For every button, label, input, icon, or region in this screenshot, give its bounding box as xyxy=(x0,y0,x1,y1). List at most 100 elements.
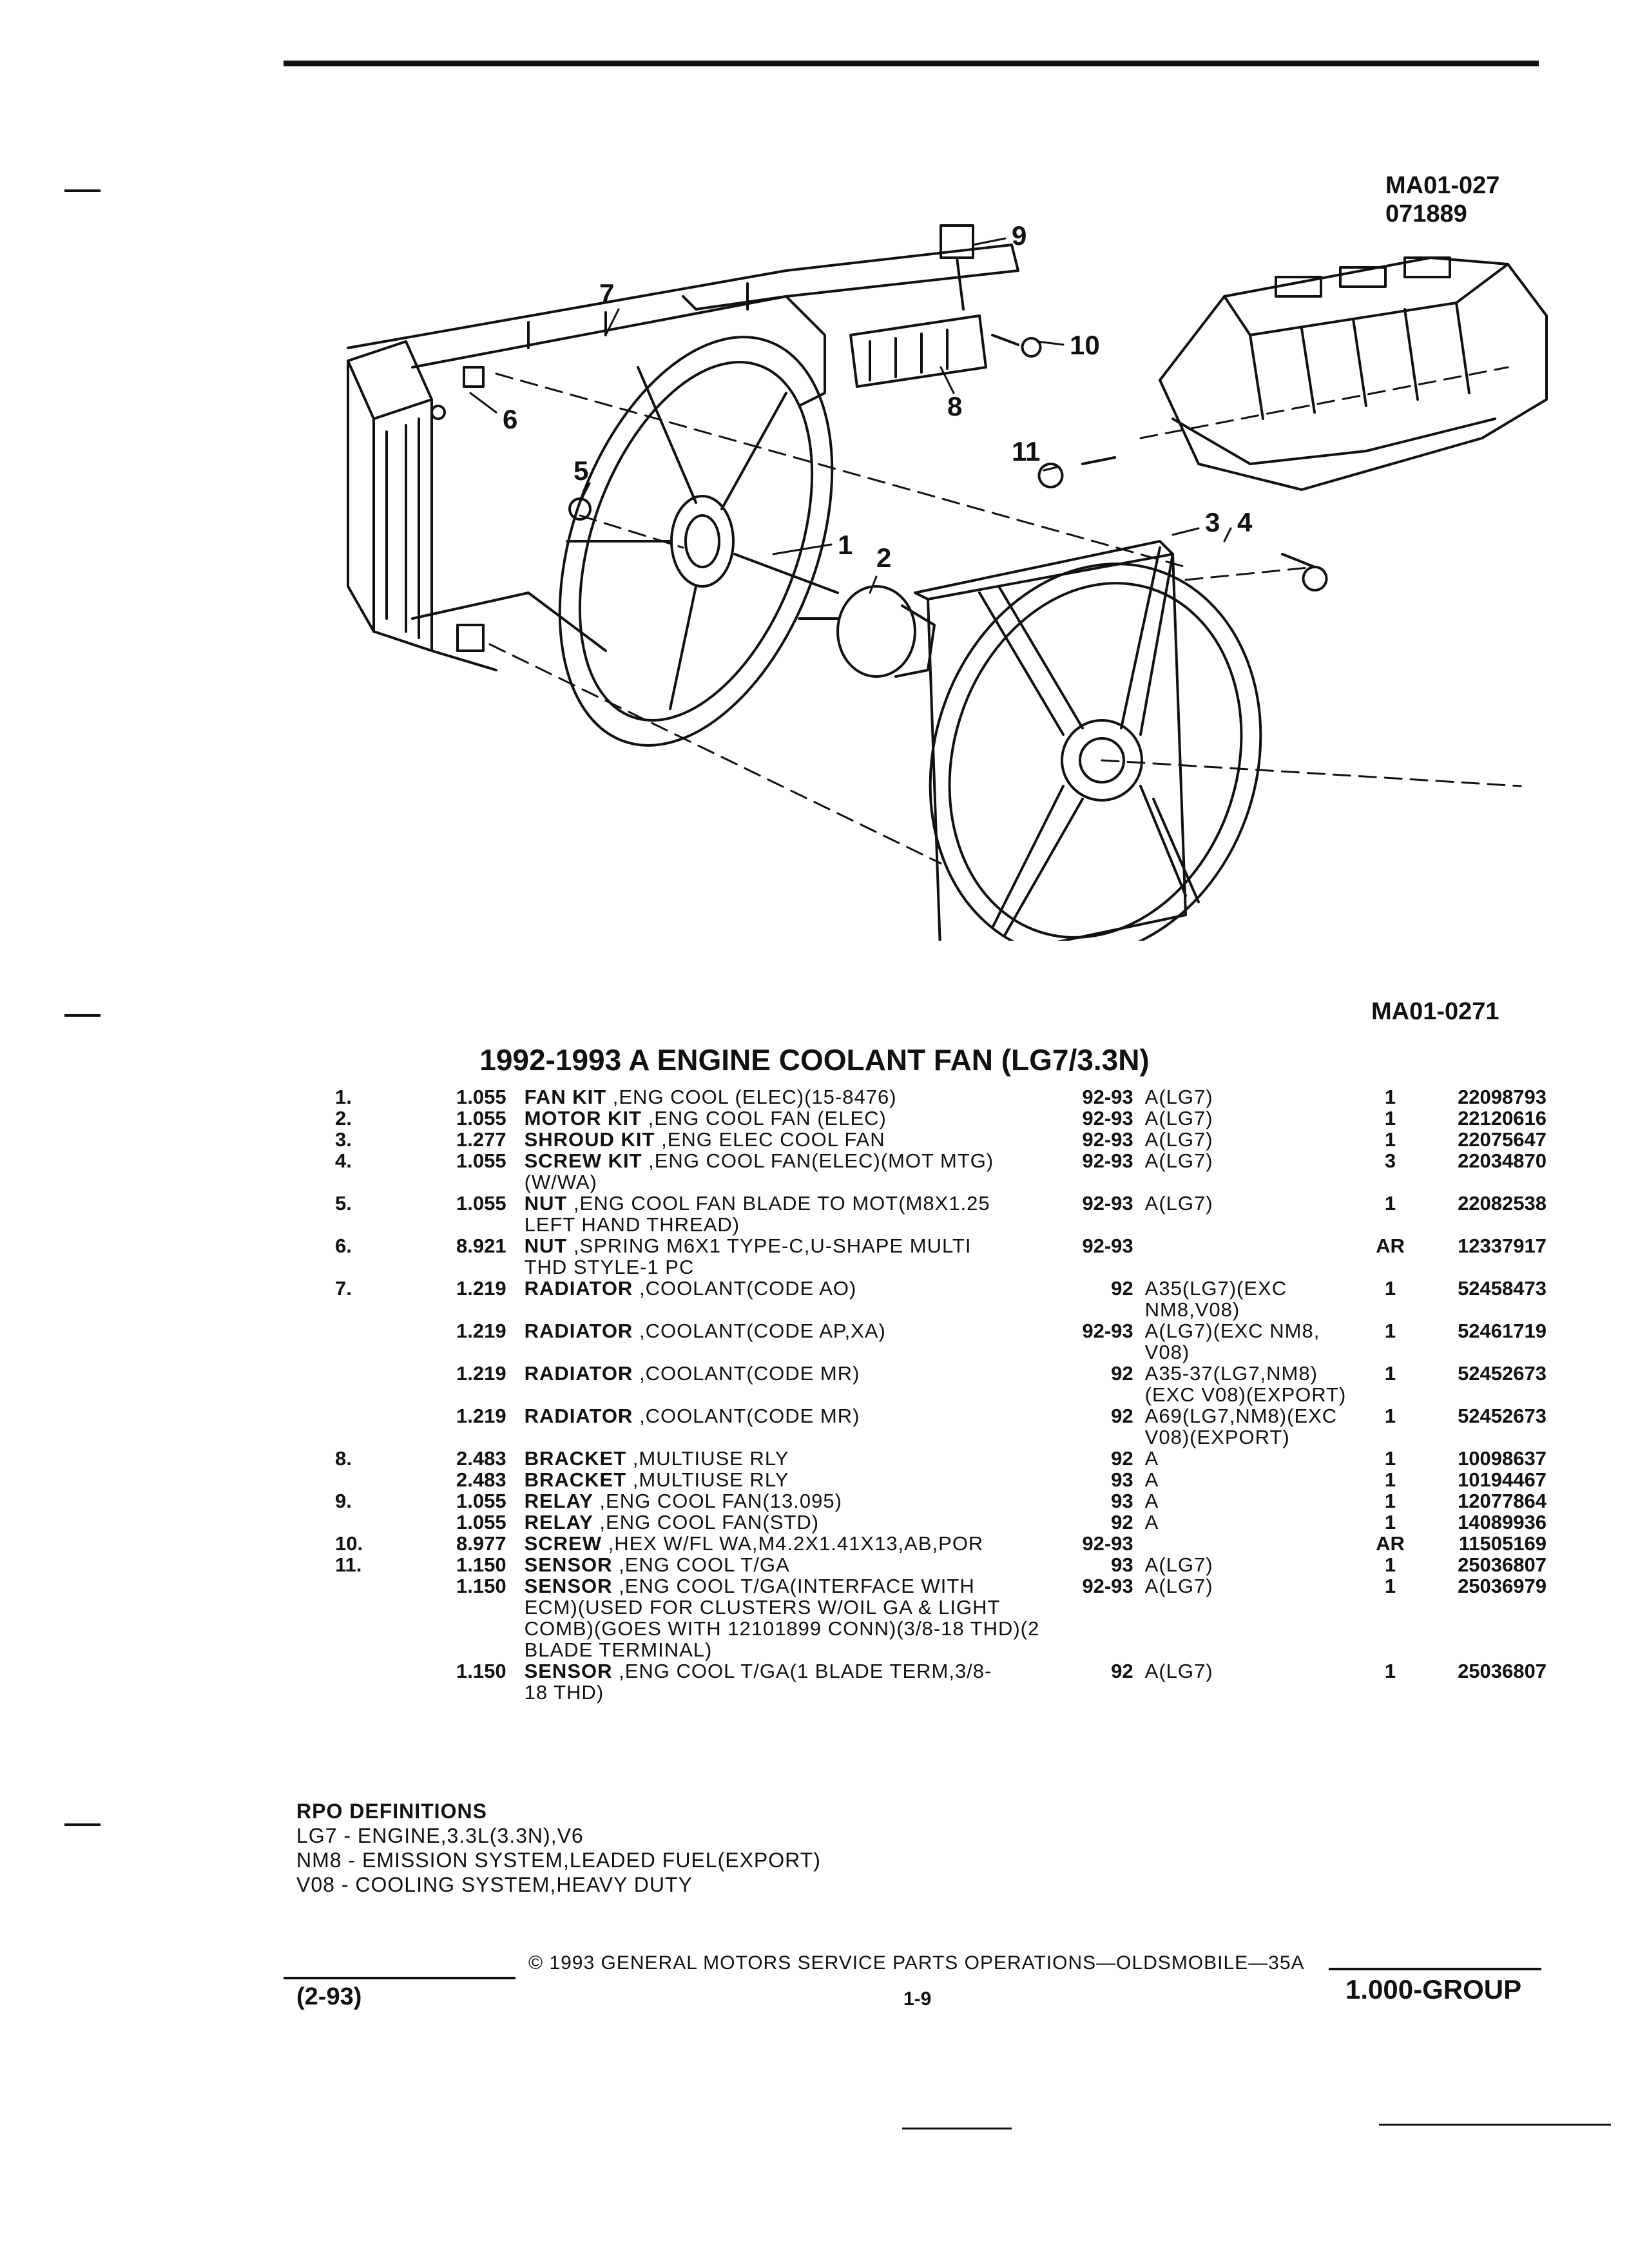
model-code: A xyxy=(1144,1468,1159,1491)
callout-3: 3 xyxy=(1205,507,1220,537)
part-spec: ,COOLANT(CODE AP,XA) xyxy=(639,1320,886,1342)
model-usage: A(LG7) xyxy=(1145,1193,1362,1235)
rpo-heading: RPO DEFINITIONS xyxy=(296,1800,487,1823)
part-description: RELAY ,ENG COOL FAN(13.095) xyxy=(525,1490,1057,1512)
item-index xyxy=(335,1512,423,1533)
model-code: A(LG7) xyxy=(1144,1192,1213,1215)
group-number: 8.977 xyxy=(456,1532,506,1555)
part-description: SENSOR ,ENG COOL T/GA xyxy=(525,1554,1057,1575)
part-description: RADIATOR ,COOLANT(CODE AO) xyxy=(525,1278,1057,1320)
part-spec: ,ENG COOL FAN BLADE TO MOT(M8X1.25 xyxy=(573,1192,990,1215)
model-usage: A(LG7) xyxy=(1145,1129,1362,1150)
part-description: SENSOR ,ENG COOL T/GA(1 BLADE TERM,3/8-1… xyxy=(525,1660,1057,1703)
quantity: 1 xyxy=(1384,1320,1396,1342)
part-number: 22034870 xyxy=(1458,1149,1547,1172)
part-spec: ,ENG COOL FAN(ELEC)(MOT MTG) xyxy=(648,1149,994,1172)
model-usage xyxy=(1145,1235,1362,1278)
part-number: 25036979 xyxy=(1458,1575,1547,1597)
part-name: RADIATOR xyxy=(524,1405,633,1427)
group-number: 8.921 xyxy=(456,1235,506,1257)
item-index: 2. xyxy=(335,1107,352,1129)
quantity: 1 xyxy=(1384,1490,1396,1512)
group-number: 1.219 xyxy=(456,1277,506,1300)
part-spec: ,ENG COOL T/GA(INTERFACE WITH xyxy=(619,1575,975,1597)
quantity: 1 xyxy=(1384,1553,1396,1576)
model-year: 92-93 xyxy=(1082,1320,1133,1342)
item-index xyxy=(335,1469,423,1490)
margin-mark xyxy=(64,1823,101,1826)
callout-1: 1 xyxy=(838,530,853,560)
callout-6: 6 xyxy=(503,404,517,434)
model-code: A xyxy=(1144,1490,1159,1512)
part-name: RADIATOR xyxy=(524,1362,633,1385)
part-spec: ,ENG COOL FAN(13.095) xyxy=(599,1490,842,1512)
model-code: A(LG7) xyxy=(1144,1149,1213,1172)
part-spec: ,ENG COOL FAN(STD) xyxy=(599,1511,820,1533)
part-spec: ,HEX W/FL WA,M4.2X1.41X13,AB,POR xyxy=(608,1532,984,1555)
part-spec-continued: THD STYLE-1 PC xyxy=(524,1256,695,1278)
quantity: AR xyxy=(1376,1532,1405,1555)
model-year: 93 xyxy=(1111,1468,1133,1491)
model-year: 92 xyxy=(1111,1362,1133,1385)
callout-9: 9 xyxy=(1012,220,1027,251)
model-year: 92-93 xyxy=(1082,1107,1133,1129)
footer-rule-left xyxy=(284,1977,516,1979)
part-description: RELAY ,ENG COOL FAN(STD) xyxy=(525,1512,1057,1533)
callout-4: 4 xyxy=(1237,507,1253,537)
model-year: 93 xyxy=(1111,1490,1133,1512)
part-spec: ,ENG COOL T/GA xyxy=(619,1553,790,1576)
part-number: 22120616 xyxy=(1458,1107,1547,1129)
quantity: 1 xyxy=(1384,1575,1396,1597)
part-number: 52452673 xyxy=(1458,1405,1547,1427)
model-code: A(LG7)(EXC NM8, xyxy=(1144,1320,1320,1342)
group-number: 1.055 xyxy=(456,1490,506,1512)
group-number: 1.219 xyxy=(456,1320,506,1342)
part-name: FAN KIT xyxy=(524,1086,607,1108)
part-number: 12337917 xyxy=(1458,1235,1547,1257)
part-spec: ,COOLANT(CODE MR) xyxy=(639,1405,860,1427)
model-code: A(LG7) xyxy=(1144,1553,1213,1576)
item-index: 6. xyxy=(335,1235,352,1257)
part-name: BRACKET xyxy=(524,1468,627,1491)
model-code: A(LG7) xyxy=(1144,1660,1213,1682)
model-usage: A(LG7) xyxy=(1145,1660,1362,1703)
item-index: 8. xyxy=(335,1447,352,1470)
part-spec: ,MULTIUSE RLY xyxy=(632,1447,789,1470)
model-code-continued: (EXC V08)(EXPORT) xyxy=(1144,1383,1347,1406)
part-description: RADIATOR ,COOLANT(CODE MR) xyxy=(525,1363,1057,1405)
part-number: 22098793 xyxy=(1458,1086,1547,1108)
model-usage: A xyxy=(1145,1490,1362,1512)
footer-rule-right xyxy=(1329,1968,1541,1970)
model-year: 92-93 xyxy=(1082,1192,1133,1215)
part-name: MOTOR KIT xyxy=(524,1107,642,1129)
item-index: 1. xyxy=(335,1086,352,1108)
part-number: 25036807 xyxy=(1458,1553,1547,1576)
part-description: SCREW KIT ,ENG COOL FAN(ELEC)(MOT MTG)(W… xyxy=(525,1150,1057,1193)
part-number: 25036807 xyxy=(1458,1660,1547,1682)
part-name: SENSOR xyxy=(524,1575,613,1597)
margin-mark xyxy=(64,189,101,192)
model-code: A35-37(LG7,NM8) xyxy=(1144,1362,1318,1385)
part-name: BRACKET xyxy=(524,1447,627,1470)
item-index: 10. xyxy=(335,1532,363,1555)
engine-manifold-drawing xyxy=(1159,256,1548,491)
part-number: 14089936 xyxy=(1458,1511,1547,1533)
figure-code: MA01-0271 xyxy=(1371,998,1499,1025)
model-year: 93 xyxy=(1111,1553,1133,1576)
quantity: 1 xyxy=(1384,1447,1396,1470)
part-name: SENSOR xyxy=(524,1660,613,1682)
group-label: 1.000-GROUP xyxy=(1345,1974,1522,2004)
model-usage: A(LG7) xyxy=(1145,1108,1362,1129)
